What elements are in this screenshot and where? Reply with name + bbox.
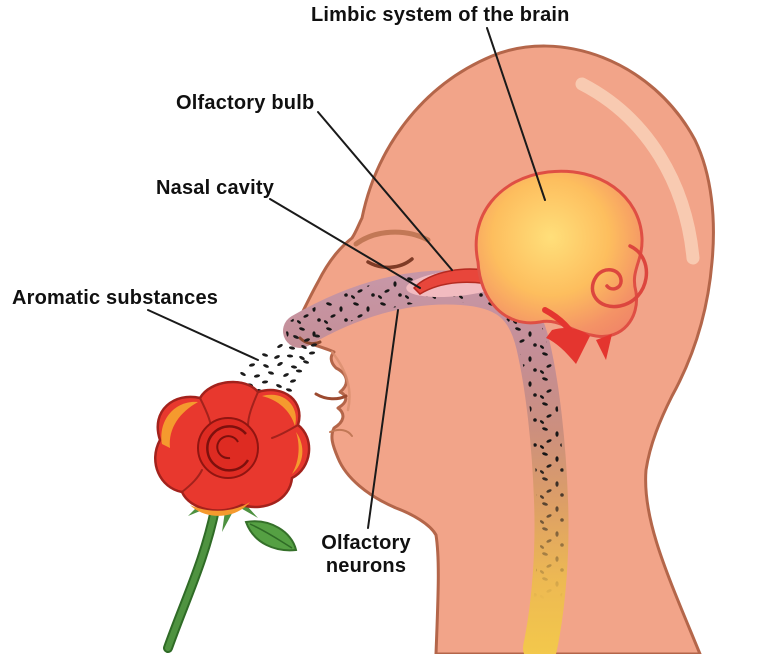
- label-olfactory-bulb: Olfactory bulb: [176, 92, 315, 114]
- limbic-leader-line: [486, 27, 546, 201]
- head-highlight: [575, 77, 700, 265]
- limbic-blob: [474, 169, 644, 338]
- mouth-line: [314, 392, 348, 401]
- rose-stem-inner: [165, 502, 219, 651]
- leader-lines: [147, 27, 546, 529]
- nasal-cavity-band: [283, 270, 569, 654]
- olfactory-bulb-leader-line: [317, 111, 453, 271]
- nasal-cavity-leader-line: [269, 198, 421, 289]
- olfactory-neurons-leader-line: [367, 309, 399, 529]
- cavity-speckles: [286, 273, 566, 654]
- face-details: [298, 229, 431, 437]
- aromatic-leader-line: [147, 309, 259, 361]
- rose-bud-spiral-outer: [206, 425, 250, 472]
- closed-eye: [366, 257, 414, 269]
- rose-bud-spiral-inner: [216, 435, 239, 460]
- nostril: [298, 336, 322, 346]
- label-olfactory-neurons: Olfactory neurons: [321, 532, 411, 577]
- eyebrow: [353, 229, 431, 247]
- brainstem-spur: [596, 334, 612, 360]
- rose-leaf-vein: [249, 523, 293, 549]
- limbic-system-shape: [474, 169, 649, 364]
- label-nasal-cavity: Nasal cavity: [156, 177, 275, 199]
- label-limbic-system: Limbic system of the brain: [311, 4, 570, 26]
- nasolabial-crease: [330, 350, 351, 412]
- rose-orange-highlights: [161, 394, 303, 516]
- brainstem-wedge: [546, 328, 590, 364]
- limbic-curl: [590, 244, 649, 309]
- rose: [154, 380, 311, 653]
- label-aromatic-substances: Aromatic substances: [12, 287, 219, 309]
- chin-crease: [329, 428, 353, 437]
